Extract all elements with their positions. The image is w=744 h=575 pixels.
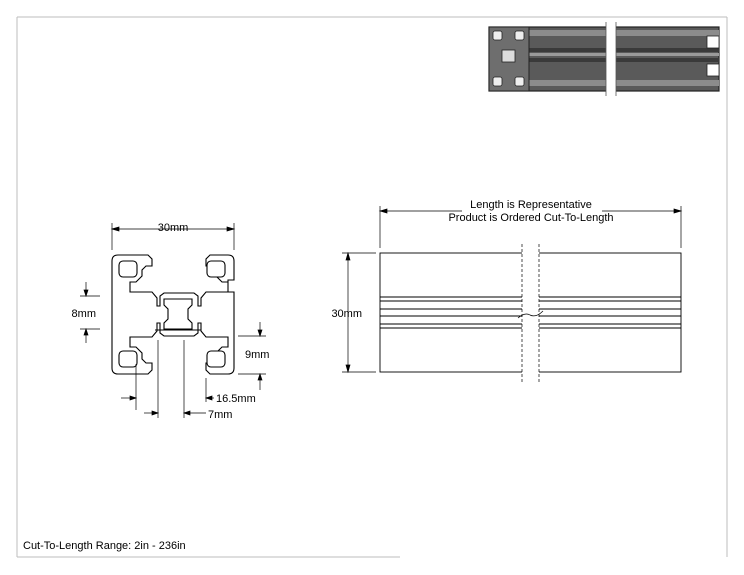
slot-dimension-label: 8mm bbox=[72, 308, 96, 320]
profile-cross-section bbox=[111, 254, 235, 375]
sheet-border bbox=[16, 16, 728, 558]
side-view-break bbox=[517, 244, 544, 382]
width-dimension-label: 30mm bbox=[158, 222, 189, 234]
cut-length-range: Cut-To-Length Range: 2in - 236in bbox=[23, 540, 186, 552]
height-dimension-label: 30mm bbox=[331, 308, 362, 320]
note-background bbox=[462, 195, 602, 225]
depth-dimension-label: 9mm bbox=[245, 349, 269, 361]
iso-thumbnail bbox=[488, 22, 720, 96]
length-note-line1: Length is Representative bbox=[470, 199, 592, 211]
length-note-line2: Product is Ordered Cut-To-Length bbox=[448, 212, 613, 224]
profile-dimension-lines bbox=[80, 223, 266, 418]
offset-dimension-label: 16.5mm bbox=[216, 393, 256, 405]
center-dimension-label: 7mm bbox=[208, 409, 232, 421]
